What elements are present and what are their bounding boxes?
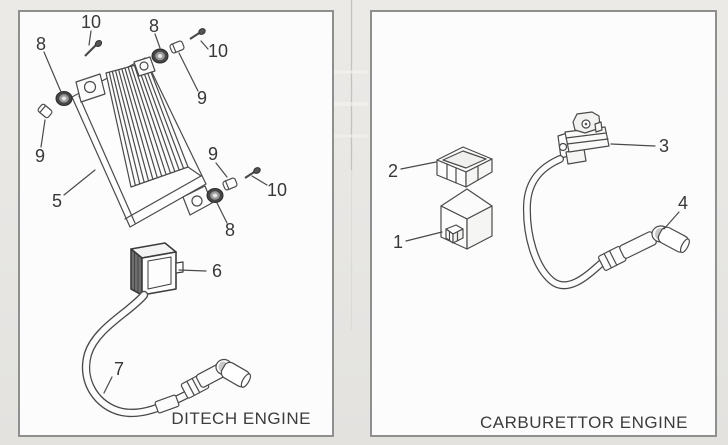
ecu-unit (71, 56, 213, 228)
spark-plug-cable-ditech (81, 290, 252, 418)
carburettor-panel-frame (370, 10, 717, 437)
callout-10-top-left: 10 (81, 12, 101, 32)
screw-bottom-right (244, 167, 261, 179)
callout-9-left: 9 (35, 146, 45, 166)
ignition-coil-ditech (130, 242, 184, 296)
scan-streak (334, 0, 368, 330)
spacer-bottom-right (222, 177, 238, 191)
callout-8-top: 8 (149, 16, 159, 36)
callout-10-bottom: 10 (267, 180, 287, 200)
spacer-left (37, 103, 53, 119)
grommet-top (151, 48, 169, 64)
callout-9-bottom: 9 (208, 144, 218, 164)
leader-lines-ditech (40, 30, 268, 394)
carburettor-panel: 2 1 3 4 CARBURETTOR ENGINE (370, 10, 717, 437)
ditech-panel: 10 8 8 10 9 9 5 9 10 8 6 7 DITECH ENGINE (18, 10, 334, 437)
screw-top-left (84, 39, 103, 57)
spark-plug-cap-ditech (220, 361, 252, 388)
grommet-bottom (206, 188, 224, 203)
spark-plug-cap-carb (657, 226, 690, 254)
ditech-panel-frame (18, 10, 334, 437)
carburettor-caption: CARBURETTOR ENGINE (480, 413, 688, 432)
screw-top-right (189, 28, 206, 40)
connector-cover (436, 146, 493, 188)
coil-tab (175, 261, 184, 274)
ignition-coil-carb (557, 111, 610, 165)
leader-lines-carburettor (400, 143, 680, 242)
callout-2-cover: 2 (388, 161, 398, 181)
cdi-connector (445, 224, 464, 244)
spacer-top-right (169, 40, 185, 54)
callout-1-cdi: 1 (393, 232, 403, 252)
spark-plug-cable-carb (522, 155, 690, 290)
grommet-left (55, 91, 73, 106)
ditech-caption: DITECH ENGINE (171, 409, 311, 428)
callout-5-ecu: 5 (52, 191, 62, 211)
callout-3-coil: 3 (659, 136, 669, 156)
callout-6-coil: 6 (212, 261, 222, 281)
ecu-fins (108, 62, 185, 187)
callout-8-left: 8 (36, 34, 46, 54)
callout-10-top-right: 10 (208, 41, 228, 61)
cable-joint (154, 394, 180, 414)
callout-9-top-right: 9 (197, 88, 207, 108)
callout-8-bottom: 8 (225, 220, 235, 240)
callout-4-cap: 4 (678, 193, 688, 213)
cdi-unit (440, 188, 493, 250)
callout-7-cable: 7 (114, 359, 124, 379)
